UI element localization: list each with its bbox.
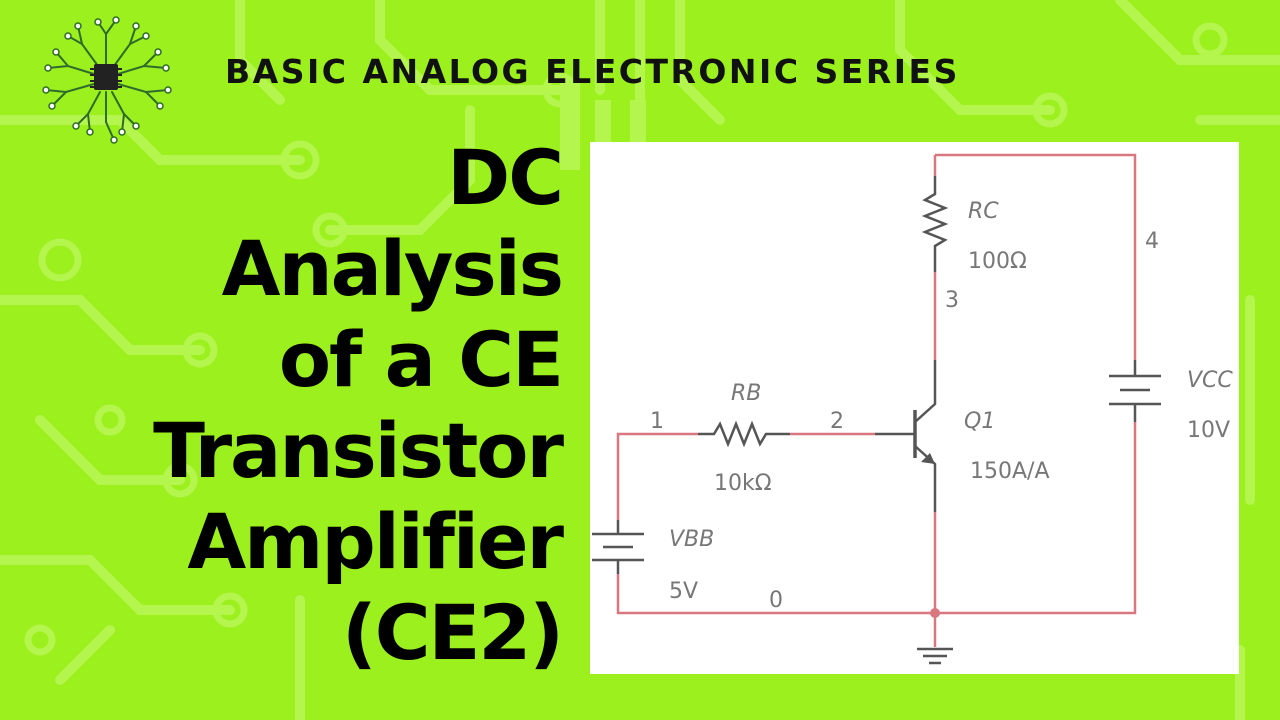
wire-node-1 <box>616 432 698 520</box>
wires <box>616 153 1137 647</box>
title-line: Amplifier <box>187 497 564 586</box>
rb-label: RB <box>731 381 761 406</box>
vcc-value: 10V <box>1187 418 1230 443</box>
title-line: Transistor <box>153 406 564 495</box>
node-3-label: 3 <box>945 288 959 313</box>
chip-brain-logo <box>42 16 172 144</box>
emitter-arrow-icon <box>921 453 935 464</box>
junction-dot <box>930 608 940 618</box>
battery-vcc <box>1109 360 1161 422</box>
resistor-rb <box>698 420 790 448</box>
node-2-label: 2 <box>830 409 844 434</box>
title-line: of a CE <box>278 315 564 404</box>
title-line: Analysis <box>221 224 564 313</box>
node-4-label: 4 <box>1145 229 1159 254</box>
wire-node-4 <box>935 153 1137 360</box>
rc-value: 100Ω <box>968 249 1027 274</box>
node-0-label: 0 <box>769 588 783 613</box>
q1-value: 150A/A <box>970 459 1050 484</box>
transistor-q1 <box>875 360 937 512</box>
battery-vbb <box>592 520 644 574</box>
wire-vcc-ground <box>935 422 1137 615</box>
main-title: DC Analysis of a CE Transistor Amplifier… <box>2 132 564 678</box>
circuit-schematic: RC 100Ω RB 10kΩ VCC 10V VBB 5V Q1 150A/A… <box>590 142 1239 674</box>
title-line: DC <box>447 133 564 222</box>
vbb-label: VBB <box>669 527 714 552</box>
ground-icon <box>917 647 953 665</box>
q1-label: Q1 <box>964 409 995 434</box>
wire-node-0 <box>616 574 935 615</box>
title-line: (CE2) <box>341 588 564 677</box>
series-title: BASIC ANALOG ELECTRONIC SERIES <box>225 52 960 91</box>
rb-value: 10kΩ <box>714 471 772 496</box>
vcc-label: VCC <box>1187 368 1233 393</box>
node-1-label: 1 <box>650 409 664 434</box>
vbb-value: 5V <box>669 579 698 604</box>
rc-label: RC <box>968 199 999 224</box>
resistor-rc <box>921 176 949 272</box>
chip-icon <box>94 64 118 90</box>
